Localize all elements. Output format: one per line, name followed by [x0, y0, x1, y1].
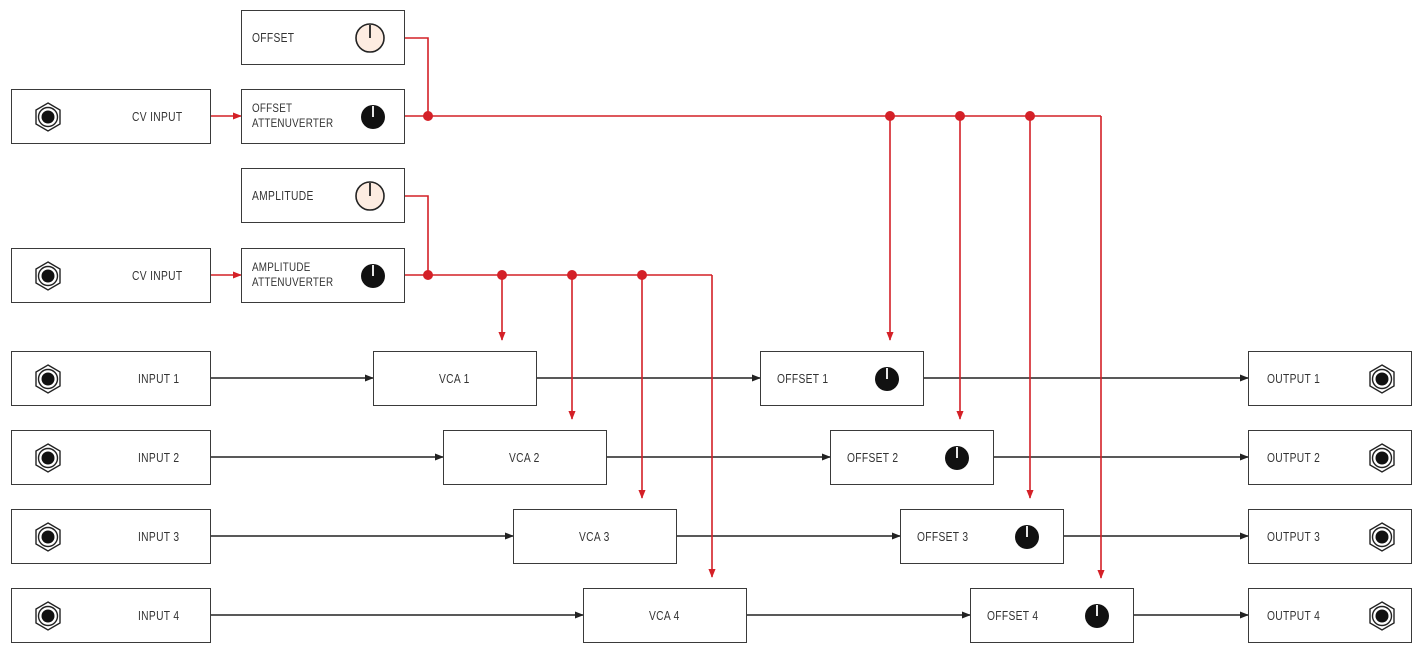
offset-4-label: OFFSET 4 — [987, 609, 1039, 623]
output-1-module: OUTPUT 1 — [1248, 351, 1412, 406]
vca-2-label: VCA 2 — [509, 451, 540, 465]
input-3-jack-icon[interactable] — [33, 522, 63, 552]
offset-cv-input-label: CV INPUT — [132, 110, 183, 124]
vca-2-module: VCA 2 — [443, 430, 607, 485]
offset-knob-icon[interactable] — [354, 22, 386, 54]
offset-2-label: OFFSET 2 — [847, 451, 899, 465]
offset-2-knob-icon[interactable] — [943, 444, 971, 472]
output-3-label: OUTPUT 3 — [1267, 530, 1321, 544]
offset-3-label: OFFSET 3 — [917, 530, 969, 544]
offset-3-knob-icon[interactable] — [1013, 523, 1041, 551]
output-1-jack-icon[interactable] — [1367, 364, 1397, 394]
input-1-label: INPUT 1 — [138, 372, 180, 386]
offset-cv-input-module: CV INPUT — [11, 89, 211, 144]
input-2-jack-icon[interactable] — [33, 443, 63, 473]
output-4-label: OUTPUT 4 — [1267, 609, 1321, 623]
offset-knob-to-bus-wire — [405, 37, 429, 116]
output-4-module: OUTPUT 4 — [1248, 588, 1412, 643]
offset-knob-label: OFFSET — [252, 31, 295, 45]
amplitude-knob-icon[interactable] — [354, 180, 386, 212]
amplitude-cv-input-jack-icon[interactable] — [33, 261, 63, 291]
amplitude-bus-node — [423, 270, 433, 280]
amplitude-cv-input-module: CV INPUT — [11, 248, 211, 303]
offset-knob-module: OFFSET — [241, 10, 405, 65]
offset-attenuverter-module: OFFSET ATTENUVERTER — [241, 89, 405, 144]
input-2-module: INPUT 2 — [11, 430, 211, 485]
offset-4-knob-icon[interactable] — [1083, 602, 1111, 630]
offset-bus-node — [423, 111, 433, 121]
offset-1-label: OFFSET 1 — [777, 372, 829, 386]
vca-4-module: VCA 4 — [583, 588, 747, 643]
offset-attenuverter-label-line1: OFFSET — [252, 101, 293, 115]
amplitude-attenuverter-knob-icon[interactable] — [359, 262, 387, 290]
input-4-jack-icon[interactable] — [33, 601, 63, 631]
offset-1-knob-icon[interactable] — [873, 365, 901, 393]
offset-1-module: OFFSET 1 — [760, 351, 924, 406]
vca-1-module: VCA 1 — [373, 351, 537, 406]
output-2-module: OUTPUT 2 — [1248, 430, 1412, 485]
amplitude-knob-module: AMPLITUDE — [241, 168, 405, 223]
amplitude-cv-input-label: CV INPUT — [132, 269, 183, 283]
vca-1-label: VCA 1 — [439, 372, 470, 386]
input-3-label: INPUT 3 — [138, 530, 180, 544]
amplitude-knob-to-bus-wire — [405, 195, 429, 275]
amplitude-attenuverter-module: AMPLITUDE ATTENUVERTER — [241, 248, 405, 303]
output-1-label: OUTPUT 1 — [1267, 372, 1321, 386]
output-2-label: OUTPUT 2 — [1267, 451, 1321, 465]
output-2-jack-icon[interactable] — [1367, 443, 1397, 473]
output-3-jack-icon[interactable] — [1367, 522, 1397, 552]
amplitude-knob-label: AMPLITUDE — [252, 189, 314, 203]
offset-3-module: OFFSET 3 — [900, 509, 1064, 564]
vca-3-label: VCA 3 — [579, 530, 610, 544]
vca-4-label: VCA 4 — [649, 609, 680, 623]
input-4-module: INPUT 4 — [11, 588, 211, 643]
offset-2-module: OFFSET 2 — [830, 430, 994, 485]
output-3-module: OUTPUT 3 — [1248, 509, 1412, 564]
input-2-label: INPUT 2 — [138, 451, 180, 465]
offset-attenuverter-label-line2: ATTENUVERTER — [252, 116, 334, 130]
output-4-jack-icon[interactable] — [1367, 601, 1397, 631]
audio-signal-wires — [211, 374, 1249, 619]
offset-cv-input-jack-icon[interactable] — [33, 102, 63, 132]
input-1-module: INPUT 1 — [11, 351, 211, 406]
cv-modulation-wires — [211, 37, 1105, 579]
amplitude-attenuverter-label-line1: AMPLITUDE — [252, 260, 311, 274]
offset-4-module: OFFSET 4 — [970, 588, 1134, 643]
amplitude-attenuverter-label-line2: ATTENUVERTER — [252, 275, 334, 289]
vca-3-module: VCA 3 — [513, 509, 677, 564]
offset-attenuverter-knob-icon[interactable] — [359, 103, 387, 131]
input-1-jack-icon[interactable] — [33, 364, 63, 394]
input-4-label: INPUT 4 — [138, 609, 180, 623]
input-3-module: INPUT 3 — [11, 509, 211, 564]
